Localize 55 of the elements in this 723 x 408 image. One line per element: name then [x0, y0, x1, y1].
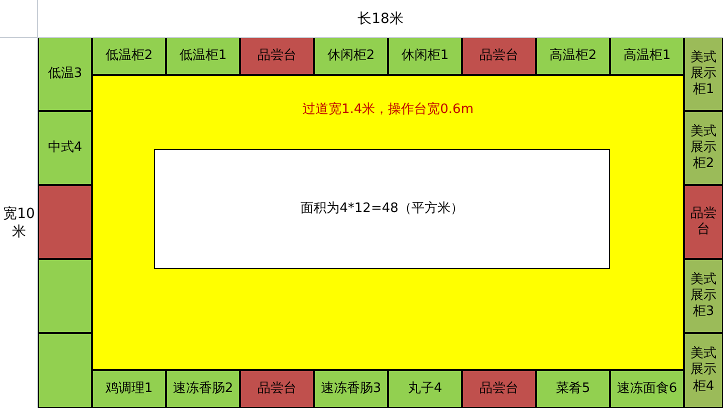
counter-label: 速冻面食6	[616, 380, 678, 398]
display-cabinet	[684, 111, 723, 185]
counter-label: 低温3	[48, 66, 82, 82]
counter-block	[536, 370, 610, 408]
counter-block	[610, 37, 684, 75]
counter-label: 低温柜2	[105, 48, 153, 64]
tasting-counter	[240, 37, 314, 75]
counter-label: 中式4	[48, 140, 82, 156]
counter-block	[536, 37, 610, 75]
display-cabinet	[684, 333, 723, 408]
counter-label: 品尝台	[690, 206, 718, 238]
counter-label: 鸡调理1	[105, 380, 153, 398]
counter-block	[38, 259, 92, 333]
aisle-note: 过道宽1.4米，操作台宽0.6m	[302, 102, 474, 118]
counter-label: 品尝台	[258, 380, 296, 398]
counter-block	[38, 37, 92, 111]
counter-label: 菜肴5	[556, 380, 590, 398]
counter-label: 品尝台	[258, 48, 296, 64]
counter-block	[388, 37, 462, 75]
counter-label: 速冻香肠2	[172, 380, 234, 398]
counter-label: 丸子4	[408, 380, 442, 398]
cabinet-label: 美式展示柜3	[690, 272, 718, 320]
tasting-counter	[684, 185, 723, 259]
tasting-counter	[38, 185, 92, 259]
counter-block	[38, 111, 92, 185]
dimension-label: 宽10米	[2, 204, 36, 240]
dimension-label: 长18米	[358, 10, 404, 28]
counter-label: 休闲柜1	[401, 48, 449, 64]
counter-label: 品尝台	[480, 380, 518, 398]
counter-label: 休闲柜2	[327, 48, 375, 64]
area-label: 面积为4*12=48（平方米）	[300, 200, 464, 218]
counter-label: 高温柜2	[549, 48, 597, 64]
tasting-counter	[462, 370, 536, 408]
counter-block	[314, 370, 388, 408]
counter-block	[38, 333, 92, 408]
counter-block	[166, 370, 240, 408]
counter-block	[92, 37, 166, 75]
counter-block	[166, 37, 240, 75]
display-cabinet	[684, 37, 723, 111]
counter-label: 品尝台	[480, 48, 518, 64]
cabinet-label: 美式展示柜1	[690, 50, 718, 98]
center-area	[154, 149, 610, 269]
aisle-area	[92, 75, 684, 370]
tasting-counter	[462, 37, 536, 75]
counter-block	[314, 37, 388, 75]
tasting-counter	[240, 370, 314, 408]
counter-label: 速冻香肠3	[320, 380, 382, 398]
cabinet-label: 美式展示柜4	[690, 346, 718, 395]
counter-label: 低温柜1	[179, 48, 227, 64]
counter-block	[92, 370, 166, 408]
display-cabinet	[684, 259, 723, 333]
counter-block	[388, 370, 462, 408]
counter-block	[610, 370, 684, 408]
cabinet-label: 美式展示柜2	[690, 124, 718, 172]
counter-label: 高温柜1	[623, 48, 671, 64]
